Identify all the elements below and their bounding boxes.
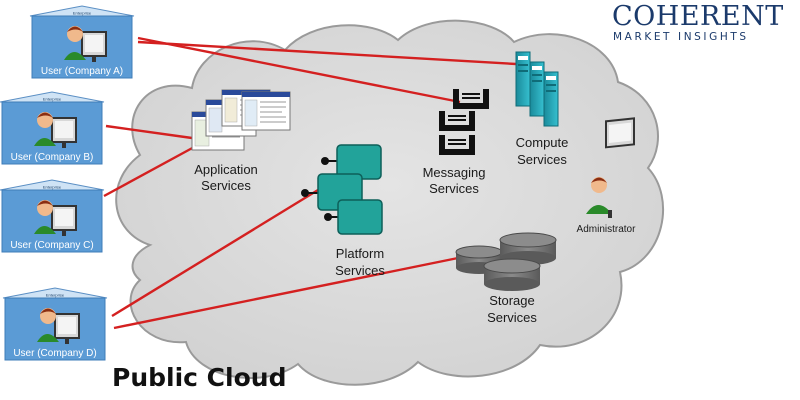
messaging-services-label-line2: Services xyxy=(429,181,479,196)
logo-wordmark: COHERENT xyxy=(612,1,784,32)
connection-lines xyxy=(103,36,517,330)
user-box-roof-label: Enterprise xyxy=(43,185,62,190)
compute-services-label-line2: Services xyxy=(517,152,567,167)
platform-services-label-line2: Services xyxy=(335,263,385,278)
user-company-d-label: User (Company D) xyxy=(13,348,96,359)
platform-services-icon xyxy=(301,144,383,235)
user-box-roof-label: Enterprise xyxy=(73,11,92,16)
platform-services-label-line1: Platform xyxy=(336,246,384,261)
user-company-c-label: User (Company C) xyxy=(10,240,93,251)
line-company-c-to-application xyxy=(103,144,197,198)
logo-tagline: MARKET INSIGHTS xyxy=(613,31,749,43)
user-company-b-label: User (Company B) xyxy=(11,152,94,163)
storage-services-icon xyxy=(455,232,557,291)
administrator-icon xyxy=(586,117,635,218)
messaging-services-label-line1: Messaging xyxy=(423,165,486,180)
user-company-a-label: User (Company A) xyxy=(41,66,123,77)
coherent-logo: COHERENT MARKET INSIGHTS xyxy=(612,2,798,46)
application-services-icon xyxy=(191,89,291,151)
application-services-label-line2: Services xyxy=(201,178,251,193)
storage-services-label-line2: Services xyxy=(487,310,537,325)
line-company-a-to-compute xyxy=(137,40,517,66)
compute-services-icon xyxy=(515,51,559,127)
user-person-icon xyxy=(64,26,107,62)
user-box-roof-label: Enterprise xyxy=(43,97,62,102)
line-company-d-to-storage xyxy=(113,256,459,330)
page-title: Public Cloud xyxy=(112,363,287,392)
user-box-roof-label: Enterprise xyxy=(46,293,65,298)
user-person-icon xyxy=(34,112,77,148)
cloud-shape xyxy=(115,19,665,386)
storage-services-label-line1: Storage xyxy=(489,293,535,308)
user-person-icon xyxy=(34,200,77,236)
line-company-a-to-messaging xyxy=(137,36,461,104)
administrator-label: Administrator xyxy=(577,224,637,235)
application-services-label-line1: Application xyxy=(194,162,258,177)
line-company-d-to-platform xyxy=(111,188,319,318)
messaging-services-icon xyxy=(439,89,489,155)
compute-services-label-line1: Compute xyxy=(516,135,569,150)
line-company-b-to-application xyxy=(105,124,193,140)
user-person-icon xyxy=(37,308,80,344)
